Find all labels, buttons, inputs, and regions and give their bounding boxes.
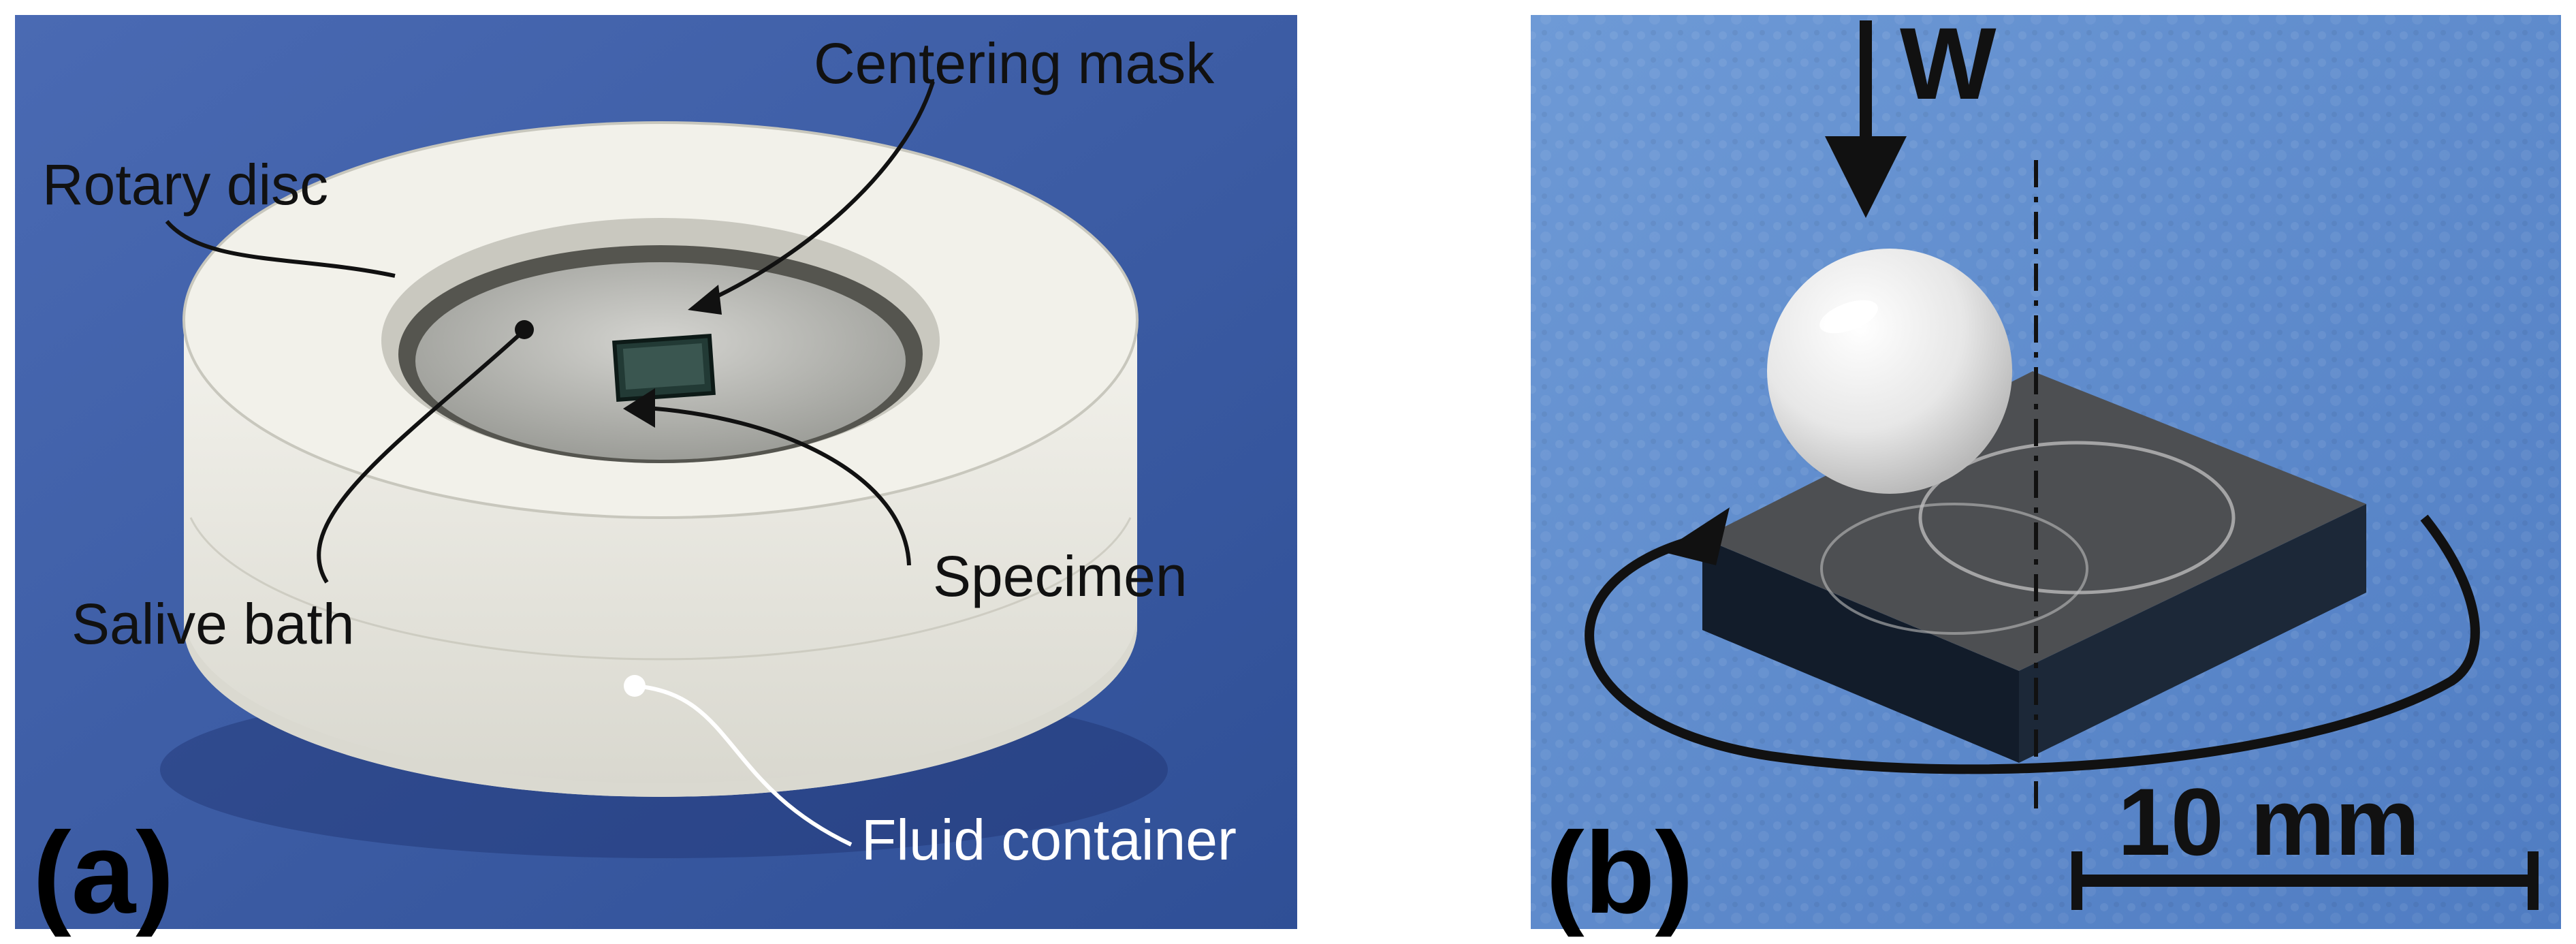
annotation-fluid-container: Fluid container	[861, 808, 1237, 872]
specimen-block	[1702, 371, 2366, 763]
leader-specimen	[636, 405, 911, 566]
fluid-container-photo	[160, 121, 1168, 858]
marker-fluid-container	[624, 675, 646, 697]
marker-salive-bath	[515, 320, 534, 339]
annotation-specimen: Specimen	[933, 544, 1188, 608]
panel-b: W 10 mm (b)	[1531, 6, 2561, 938]
annotation-salive-bath: Salive bath	[71, 592, 355, 656]
arrow-centering-mask	[688, 285, 722, 315]
load-label: W	[1900, 6, 1997, 121]
leader-centering-mask	[697, 81, 935, 307]
load-arrow-head	[1825, 136, 1907, 218]
rotation-arrow	[1585, 514, 2480, 774]
leader-salive-bath	[317, 328, 526, 584]
panel-label-b: (b)	[1546, 808, 1694, 938]
panel-label-a: (a)	[33, 808, 174, 938]
scale-bar-label: 10 mm	[2118, 768, 2420, 875]
arrow-specimen	[623, 388, 655, 428]
annotation-centering-mask: Centering mask	[814, 31, 1215, 95]
rotation-arrow-head	[1661, 507, 1730, 565]
leader-fluid-container	[634, 684, 853, 847]
leader-rotary-disc	[165, 220, 396, 278]
panel-a: Centering mask Rotary disc Specimen Sali…	[15, 15, 1297, 938]
ball	[1767, 249, 2012, 494]
annotation-rotary-disc: Rotary disc	[42, 153, 328, 217]
